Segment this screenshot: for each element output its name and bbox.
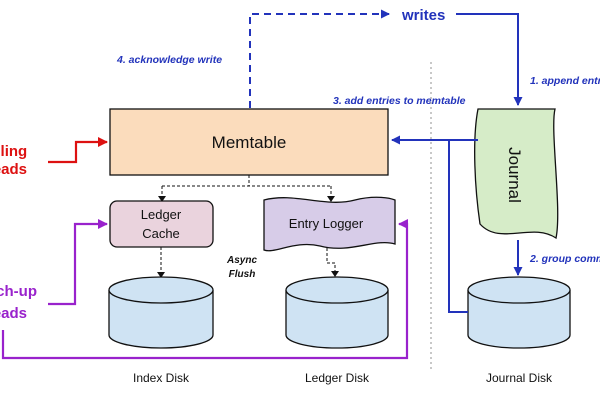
journal-disk-to-memtable-arrow [448, 140, 468, 313]
journal-label: Journal [505, 147, 524, 203]
ledger-disk-label: Ledger Disk [305, 371, 370, 385]
memtable-label: Memtable [212, 133, 287, 152]
catchup-to-ledger-cache-arrow [48, 219, 108, 306]
ack-write-label: 4. acknowledge write [116, 54, 222, 66]
journal-document [474, 108, 559, 240]
flush-arrowhead-right [327, 196, 335, 202]
memtable-box [109, 108, 389, 176]
append-entry-arrow [456, 13, 523, 106]
group-commit-label: 2. group commit [529, 253, 600, 265]
flush-arrowhead-left [158, 196, 166, 202]
catchup-to-entry-logger-arrow [1, 219, 409, 360]
ledger-disk-cylinder [285, 276, 389, 349]
index-flush-arrowhead [157, 272, 165, 278]
entry-logger-box [263, 196, 396, 252]
ledger-flush-arrowhead [331, 271, 339, 277]
tailing-reads-label: TailingReads [0, 143, 27, 178]
ledger-flush-connector [326, 248, 336, 273]
memtable-flush-connector [161, 175, 332, 198]
entry-logger-label: Entry Logger [289, 216, 364, 231]
catchup-reads-label: Catch-upReads [0, 283, 37, 322]
append-entry-label: 1. append entry [530, 75, 600, 87]
add-entries-label: 3. add entries to memtable [333, 95, 466, 107]
index-disk-label: Index Disk [133, 371, 190, 385]
index-disk-cylinder [108, 276, 214, 349]
journal-disk-cylinder [467, 276, 571, 349]
writes-label: writes [401, 7, 445, 24]
ack-write-arrow [249, 9, 390, 108]
tailing-reads-arrow [48, 137, 108, 164]
journal-disk-label: Journal Disk [486, 371, 553, 385]
